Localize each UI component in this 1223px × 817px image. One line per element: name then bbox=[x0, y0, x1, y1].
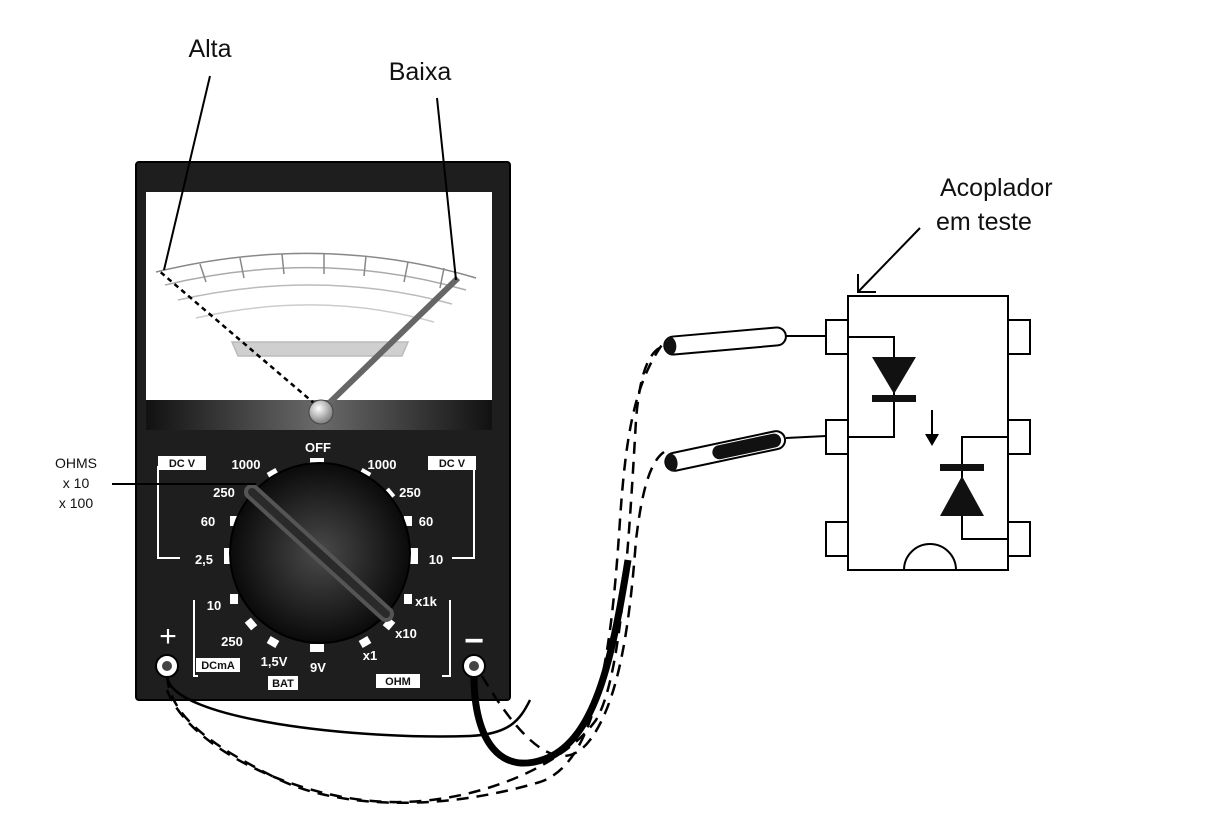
alta-label: Alta bbox=[188, 35, 231, 63]
ohm-label: OHM bbox=[385, 676, 411, 688]
baixa-label: Baixa bbox=[389, 58, 452, 86]
acoplador-label-line1: Acoplador bbox=[940, 174, 1053, 202]
acoplador-label-line2: em teste bbox=[936, 208, 1032, 236]
dcv-left-label: DC V bbox=[169, 458, 196, 470]
lead-dashed-lower bbox=[480, 450, 665, 758]
test-leads bbox=[165, 326, 827, 805]
range-brackets bbox=[157, 466, 475, 677]
lead-solid-negative bbox=[470, 559, 632, 767]
bat-label: BAT bbox=[272, 678, 294, 690]
dcma-box bbox=[196, 658, 240, 672]
led-diode-symbol bbox=[872, 357, 916, 394]
meter-scale bbox=[155, 252, 477, 357]
bat-box bbox=[268, 676, 298, 690]
range-ohm-x10: x10 bbox=[395, 626, 417, 641]
range-ohm-x1: x1 bbox=[363, 648, 377, 663]
plus-sign: + bbox=[159, 620, 177, 653]
optocoupler bbox=[825, 295, 1031, 571]
range-off-label: OFF bbox=[305, 440, 331, 455]
baixa-pointer-line bbox=[436, 97, 457, 281]
range-bat-1-5v: 1,5V bbox=[261, 654, 288, 669]
dcv-left-box bbox=[158, 456, 206, 470]
range-bat-9v: 9V bbox=[310, 660, 326, 675]
optocoupler-notch bbox=[903, 543, 957, 571]
range-10-right: 10 bbox=[429, 552, 443, 567]
photodiode-symbol bbox=[940, 476, 984, 516]
pin-3 bbox=[825, 521, 849, 557]
meter-needle-pivot bbox=[308, 399, 334, 425]
range-ma-250: 250 bbox=[221, 634, 243, 649]
pin-1 bbox=[825, 319, 849, 355]
meter-needle-baixa bbox=[319, 275, 461, 413]
dcma-label: DCmA bbox=[201, 660, 235, 672]
range-250-right: 250 bbox=[399, 485, 421, 500]
probe-lower bbox=[664, 430, 787, 472]
dcv-right-label: DC V bbox=[439, 458, 466, 470]
range-60-right: 60 bbox=[419, 514, 433, 529]
dcv-right-box bbox=[428, 456, 476, 470]
range-2-5-label: 2,5 bbox=[195, 552, 213, 567]
ohms-callout: OHMS x 10 x 100 bbox=[55, 455, 256, 511]
ohms-label-line1: OHMS bbox=[55, 455, 97, 471]
acoplador-pointer-arrow bbox=[857, 227, 921, 293]
ohms-label-line3: x 100 bbox=[59, 495, 93, 511]
pin-4 bbox=[1007, 521, 1031, 557]
lead-dashed-upper bbox=[165, 341, 666, 805]
lead-solid-positive bbox=[165, 675, 532, 738]
meter-dial-window bbox=[146, 192, 492, 400]
ohms-label-line2: x 10 bbox=[63, 475, 90, 491]
minus-sign: − bbox=[464, 622, 484, 660]
pin-5 bbox=[1007, 419, 1031, 455]
alta-pointer-line bbox=[163, 75, 211, 271]
range-1000-right: 1000 bbox=[368, 457, 397, 472]
range-250-left: 250 bbox=[213, 485, 235, 500]
range-60-left: 60 bbox=[201, 514, 215, 529]
range-ma-10: 10 bbox=[207, 598, 221, 613]
optocoupler-body bbox=[847, 295, 1009, 571]
ohm-box bbox=[376, 674, 420, 688]
pin-6 bbox=[1007, 319, 1031, 355]
probe-upper bbox=[663, 326, 787, 356]
range-ohm-x1k: x1k bbox=[415, 594, 437, 609]
multimeter: DC V DC V DCmA BAT OHM OFF 1000 1000 250… bbox=[135, 161, 511, 701]
range-1000-left: 1000 bbox=[232, 457, 261, 472]
pin-2 bbox=[825, 419, 849, 455]
